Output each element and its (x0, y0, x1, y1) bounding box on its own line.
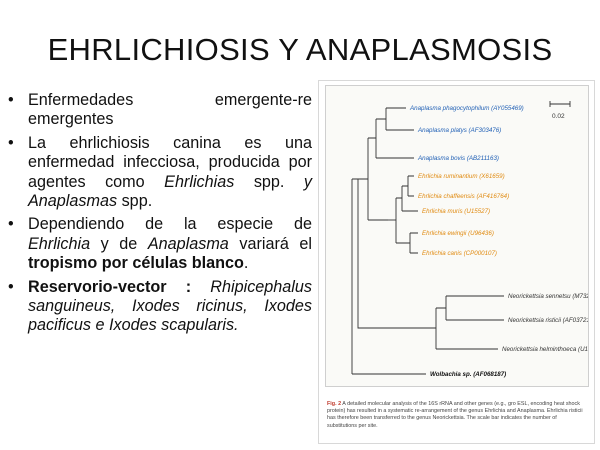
bullet-text-italic: Anaplasma (147, 234, 229, 253)
taxon-label: Wolbachia sp. (AF068187) (430, 371, 506, 378)
taxon-label: Ehrlichia chaffeensis (AF416764) (418, 193, 509, 200)
phylogenetic-figure: 0.02 Anaplasma phagocytophilum (AY055469… (318, 80, 595, 444)
taxon-label: Neorickettsia risticii (AF037211) (508, 317, 588, 324)
taxon-label: Anaplasma phagocytophilum (AY055469) (409, 105, 524, 112)
bullet-text-italic: y Anaplasmas (28, 172, 312, 211)
bullet-text: y de (90, 234, 148, 253)
phylogenetic-tree-panel: 0.02 Anaplasma phagocytophilum (AY055469… (325, 85, 589, 387)
slide-title: EHRLICHIOSIS Y ANAPLASMOSIS (47, 32, 553, 67)
bullet-ehrlichiosis-canina: La ehrlichiosis canina es una enfermedad… (6, 134, 312, 212)
bullet-emergentes: Enfermedades emergente-re emergentes (6, 91, 312, 130)
bullet-reservorio-vector: Reservorio-vector : Rhipicephalus sangui… (6, 278, 312, 336)
bullet-text-bold: Reservorio-vector : (28, 277, 192, 296)
bullet-text: . (243, 254, 249, 273)
phylogenetic-tree: 0.02 Anaplasma phagocytophilum (AY055469… (351, 101, 588, 378)
taxon-label: Ehrlichia ruminantium (X61659) (418, 173, 505, 180)
bullet-text-italic: Ehrlichias (164, 172, 235, 191)
bullet-list: Enfermedades emergente-re emergentes La … (6, 91, 312, 340)
taxon-label: Ehrlichia canis (CP000107) (422, 250, 497, 257)
figure-caption-label: Fig. 2 (327, 401, 342, 407)
figure-caption-text: A detailed molecular analysis of the 16S… (327, 401, 583, 429)
bullet-text: La ehrlichiosis canina es una enfermedad… (28, 133, 312, 191)
tree-branches (351, 107, 504, 375)
scale-bar: 0.02 (549, 101, 571, 120)
bullet-text-bold: tropismo por células blanco (28, 254, 244, 273)
bullet-text: variará el (228, 234, 312, 253)
taxon-label: Ehrlichia muris (U15527) (422, 208, 490, 215)
bullet-text: spp. (234, 172, 304, 191)
taxon-label: Neorickettsia sennetsu (M73225) (508, 293, 588, 300)
bullet-text-italic: Rhipicephalus sanguineus, Ixodes ricinus… (28, 277, 312, 335)
bullet-text: spp. (117, 192, 153, 211)
taxon-label: Anaplasma bovis (AB211163) (417, 155, 499, 162)
bullet-text: Enfermedades emergente-re emergentes (28, 91, 312, 129)
taxon-labels: Anaplasma phagocytophilum (AY055469) Anap… (409, 105, 588, 378)
figure-caption: Fig. 2 A detailed molecular analysis of … (327, 401, 587, 430)
bullet-tropismo: Dependiendo de la especie de Ehrlichia y… (6, 215, 312, 273)
taxon-label: Neorickettsia helminthoeca (U12457) (502, 346, 588, 353)
bullet-text-italic: Ehrlichia (28, 234, 91, 253)
bullet-text: Dependiendo de la especie de (28, 215, 312, 234)
taxon-label: Ehrlichia ewingii (U96436) (422, 230, 494, 237)
scale-bar-label: 0.02 (552, 113, 565, 120)
taxon-label: Anaplasma platys (AF303476) (417, 127, 501, 134)
